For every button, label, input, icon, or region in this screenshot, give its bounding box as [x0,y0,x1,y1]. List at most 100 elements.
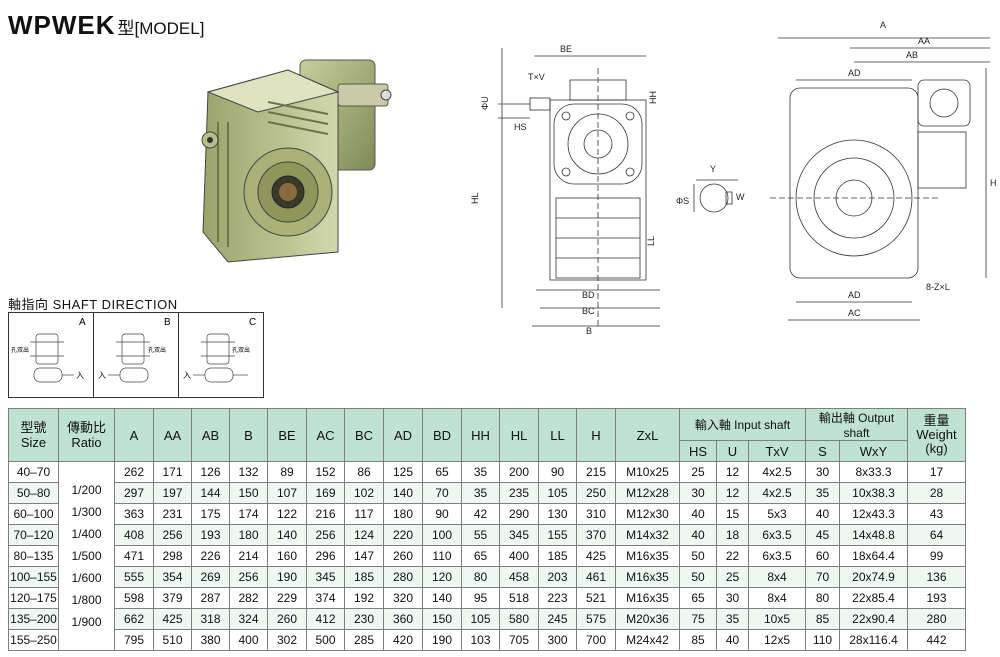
table-cell: 310 [576,503,616,525]
header-col: BE [267,408,307,462]
dim-label: AC [848,308,861,318]
table-cell: 360 [383,608,423,630]
table-cell: 580 [499,608,539,630]
dim-label: BE [560,44,572,54]
table-cell: 150 [422,608,462,630]
table-cell: 425 [153,608,192,630]
panel-input-label: 入 [183,371,191,380]
table-cell: 231 [153,503,192,525]
table-cell: 442 [907,629,966,651]
table-cell: 140 [422,587,462,609]
table-cell: 260 [383,545,423,567]
table-cell: 110 [805,629,840,651]
table-cell: 4x2.5 [748,461,806,483]
size-cell: 40–70 [8,461,59,483]
table-cell: 150 [229,482,268,504]
table-cell: 40 [679,503,717,525]
dim-label: T×V [528,72,545,82]
table-cell: 290 [499,503,539,525]
table-cell: 65 [422,461,462,483]
table-cell: 662 [114,608,154,630]
table-cell: 229 [267,587,307,609]
table-cell: 22x85.4 [839,587,908,609]
header-col: AC [306,408,345,462]
table-cell: 192 [344,587,384,609]
dim-label: AA [918,36,930,46]
table-cell: 230 [344,608,384,630]
table-cell: 203 [538,566,577,588]
table-cell: 345 [306,566,345,588]
specifications-table: 型號 Size 傳動比 Ratio A AA AB B BE AC BC AD … [8,408,966,651]
table-cell: 30 [716,587,749,609]
panel-b [108,333,150,383]
panel-letter: B [164,317,171,328]
table-cell: 461 [576,566,616,588]
dim-label: AB [906,50,918,60]
table-cell: 28 [907,482,966,504]
table-cell: 152 [306,461,345,483]
table-cell: 85 [805,608,840,630]
table-cell: 120 [422,566,462,588]
table-cell: 136 [907,566,966,588]
table-cell: 400 [499,545,539,567]
table-cell: 18x64.4 [839,545,908,567]
table-cell: 705 [499,629,539,651]
dim-label: HS [514,122,527,132]
header-col: BC [344,408,384,462]
table-cell: 105 [461,608,500,630]
dim-label: ΦS [676,196,689,206]
table-cell: 363 [114,503,154,525]
table-cell: 89 [267,461,307,483]
table-cell: 12 [716,461,749,483]
table-cell: 40 [805,503,840,525]
table-cell: 297 [114,482,154,504]
table-cell: 280 [907,608,966,630]
table-cell: 155 [538,524,577,546]
table-cell: 42 [461,503,500,525]
table-cell: 8x4 [748,566,806,588]
table-cell: 126 [191,461,230,483]
table-cell: 521 [576,587,616,609]
table-cell: 598 [114,587,154,609]
table-cell: 70 [805,566,840,588]
panel-input-label: 入 [76,371,84,380]
ratio-value: 1/400 [71,527,102,541]
header-input-shaft: 輸入軸 Input shaft [679,408,806,441]
table-cell: 17 [907,461,966,483]
dim-label: ΦU [480,96,490,110]
header-size: 型號 Size [8,408,59,462]
header-col: HS [679,440,717,462]
header-col: AB [191,408,230,462]
table-cell: 147 [344,545,384,567]
table-cell: 197 [153,482,192,504]
table-cell: 180 [229,524,268,546]
table-cell: 86 [344,461,384,483]
table-cell: 43 [907,503,966,525]
ratio-value: 1/300 [71,505,102,519]
table-cell: 12x5 [748,629,806,651]
table-cell: M14x32 [615,524,680,546]
table-cell: 35 [805,482,840,504]
size-cell: 80–135 [8,545,59,567]
table-cell: 180 [383,503,423,525]
table-cell: 75 [679,608,717,630]
table-cell: 35 [716,608,749,630]
shaft-detail [693,179,738,213]
table-cell: 200 [499,461,539,483]
model-subtitle: 型[MODEL] [117,19,205,38]
table-cell: 99 [907,545,966,567]
table-cell: M16x35 [615,587,680,609]
header-col: ZxL [615,408,680,462]
shaft-labels: Y W ΦS [676,164,745,206]
table-cell: 5x3 [748,503,806,525]
table-cell: 30 [805,461,840,483]
table-cell: 220 [383,524,423,546]
ratio-value: 1/500 [71,549,102,563]
table-cell: 4x2.5 [748,482,806,504]
